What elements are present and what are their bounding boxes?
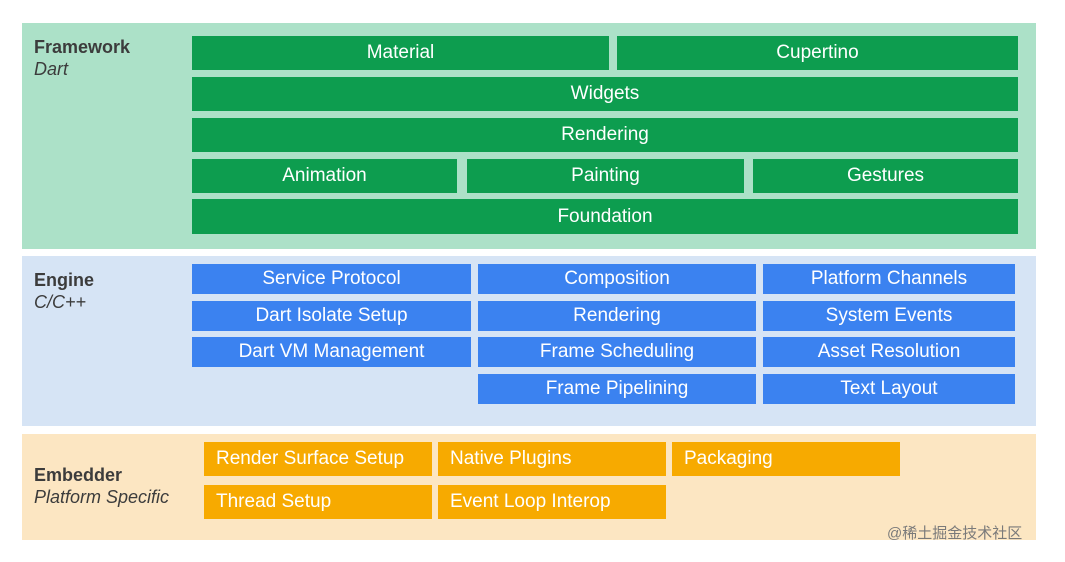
cupertino-box: Cupertino bbox=[617, 36, 1018, 70]
frame-pipelining-box: Frame Pipelining bbox=[478, 374, 756, 404]
service-protocol-box: Service Protocol bbox=[192, 264, 471, 294]
engine-subtitle: C/C++ bbox=[34, 292, 87, 312]
frame-scheduling-box: Frame Scheduling bbox=[478, 337, 756, 367]
dart-vm-management-box: Dart VM Management bbox=[192, 337, 471, 367]
render-surface-setup-box: Render Surface Setup bbox=[204, 442, 432, 476]
painting-box: Painting bbox=[467, 159, 744, 193]
foundation-box: Foundation bbox=[192, 199, 1018, 234]
asset-resolution-box: Asset Resolution bbox=[763, 337, 1015, 367]
embedder-label: Embedder Platform Specific bbox=[34, 464, 169, 508]
gestures-box: Gestures bbox=[753, 159, 1018, 193]
thread-setup-box: Thread Setup bbox=[204, 485, 432, 519]
animation-box: Animation bbox=[192, 159, 457, 193]
platform-channels-box: Platform Channels bbox=[763, 264, 1015, 294]
composition-box: Composition bbox=[478, 264, 756, 294]
framework-label: Framework Dart bbox=[34, 36, 130, 80]
native-plugins-box: Native Plugins bbox=[438, 442, 666, 476]
dart-isolate-setup-box: Dart Isolate Setup bbox=[192, 301, 471, 331]
watermark: @稀土掘金技术社区 bbox=[887, 525, 1023, 542]
framework-rendering-box: Rendering bbox=[192, 118, 1018, 152]
widgets-box: Widgets bbox=[192, 77, 1018, 111]
framework-subtitle: Dart bbox=[34, 59, 69, 79]
system-events-box: System Events bbox=[763, 301, 1015, 331]
text-layout-box: Text Layout bbox=[763, 374, 1015, 404]
embedder-subtitle: Platform Specific bbox=[34, 487, 170, 507]
engine-title: Engine bbox=[34, 270, 95, 290]
packaging-box: Packaging bbox=[672, 442, 900, 476]
framework-title: Framework bbox=[34, 37, 131, 57]
material-box: Material bbox=[192, 36, 609, 70]
event-loop-interop-box: Event Loop Interop bbox=[438, 485, 666, 519]
embedder-title: Embedder bbox=[34, 465, 123, 485]
engine-rendering-box: Rendering bbox=[478, 301, 756, 331]
engine-label: Engine C/C++ bbox=[34, 269, 94, 313]
